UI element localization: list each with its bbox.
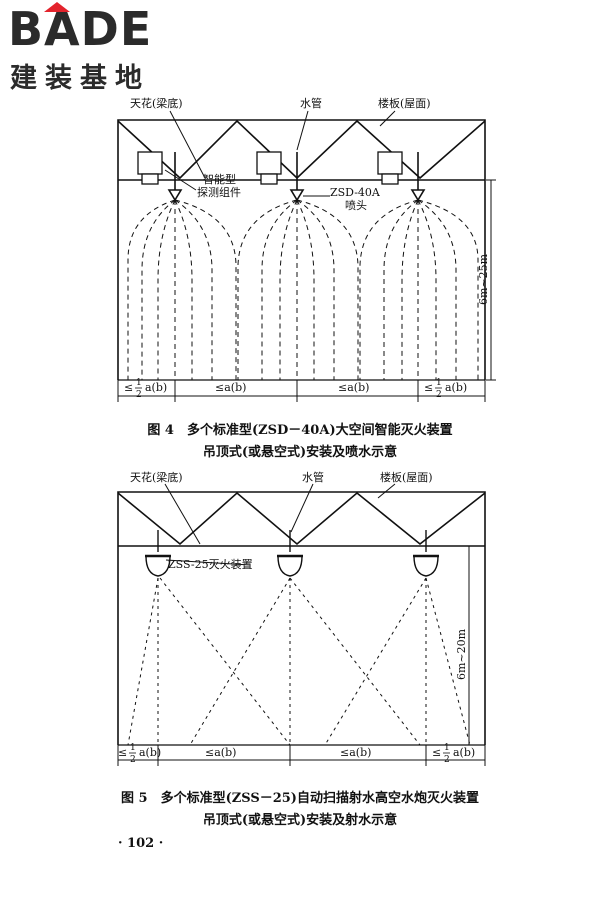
figure5-half-num: 1 (130, 743, 136, 753)
figure5-truss-diagonals (117, 491, 486, 546)
figure4-detector (377, 151, 403, 175)
figure5-spray-pattern (127, 577, 471, 746)
figure4-label-nozzle: 喷头 (345, 199, 367, 212)
figure5-diagram: 天花(梁底) 水管 楼板(屋面) ZSS-25灭火装置 6m~20m ≤a(b)… (117, 470, 486, 766)
figure5-cannon (277, 555, 303, 577)
page-number: · 102 · (118, 836, 164, 851)
logo-accent-triangle (44, 2, 70, 12)
figure4-detectors (137, 151, 403, 185)
figure5-spacing-label: ≤a(b) (205, 746, 236, 759)
figure4-detector-cap (141, 173, 159, 185)
figure5-spacing-label: ≤a(b) (340, 746, 371, 759)
figure4-detector (256, 151, 282, 175)
figure4-spacing-label: ≤a(b) (215, 381, 246, 394)
figure5-caption-line1: 图 5 多个标准型(ZSS－25)自动扫描射水高空水炮灭火装置 (121, 791, 479, 806)
figure4-caption: 图 4 多个标准型(ZSD－40A)大空间智能灭火装置 吊顶式(或悬空式)安装及… (0, 420, 600, 464)
figure4-caption-line1: 图 4 多个标准型(ZSD－40A)大空间智能灭火装置 (147, 423, 453, 438)
figure4-truss-diagonals (117, 119, 486, 180)
figure5-cannon (413, 555, 439, 577)
figure5-half-prefix: ≤ (118, 746, 127, 759)
figure5-roof-truss (117, 491, 486, 546)
figure4-half-suffix: a(b) (445, 381, 467, 394)
figure5-caption: 图 5 多个标准型(ZSS－25)自动扫描射水高空水炮灭火装置 吊顶式(或悬空式… (0, 788, 600, 832)
figure5-label-pipe: 水管 (302, 470, 324, 484)
figure4-detector-cap (381, 173, 399, 185)
figure5-half-suffix: a(b) (453, 746, 475, 759)
figure5-cannons (145, 530, 439, 577)
figure4-half-num: 1 (436, 378, 442, 388)
figure5-cannon (145, 555, 171, 577)
figure4-nozzle (167, 189, 183, 202)
brand-logo: BADE 建装基地 (8, 2, 183, 94)
figure5-caption-line2: 吊顶式(或悬空式)安装及射水示意 (202, 813, 398, 828)
figure4-half-num: 1 (136, 378, 142, 388)
figure4-detector-cap (260, 173, 278, 185)
figure4-half-suffix: a(b) (145, 381, 167, 394)
figure5-height-label: 6m~20m (455, 628, 468, 680)
figure4-nozzle (289, 189, 305, 202)
logo-subtitle: 建装基地 (10, 63, 150, 94)
figure4-spacing-label: ≤a(b) (338, 381, 369, 394)
figure4-roof-truss (117, 119, 486, 180)
figure4-height-label: 6m~25m (477, 253, 490, 305)
figure4-caption-line2: 吊顶式(或悬空式)安装及喷水示意 (202, 445, 398, 460)
figure4-diagram: 天花(梁底) 水管 楼板(屋面) 智能型 探测组件 ZSD-40A 喷头 6m~… (117, 96, 496, 402)
figure5-half-den: 2 (444, 755, 450, 765)
figure4-detector (137, 151, 163, 175)
figure4-label-nozzle: ZSD-40A (330, 186, 381, 199)
figure4-label-pipe: 水管 (300, 96, 322, 110)
figure4-spray-pattern (127, 199, 479, 380)
figure5-label-floor: 楼板(屋面) (380, 470, 433, 484)
figure4-half-prefix: ≤ (424, 381, 433, 394)
figure4-label-ceiling: 天花(梁底) (130, 96, 183, 110)
figure5-label-device: ZSS-25灭火装置 (168, 558, 253, 571)
figure4-label-floor: 楼板(屋面) (378, 96, 431, 110)
figure4-label-detector: 智能型 (203, 172, 236, 186)
figure5-half-den: 2 (130, 755, 136, 765)
figure4-label-detector: 探测组件 (197, 185, 241, 199)
figure4-half-den: 2 (136, 390, 142, 400)
figure5-label-ceiling: 天花(梁底) (130, 470, 183, 484)
figure5-half-suffix: a(b) (139, 746, 161, 759)
logo-wordmark: BADE (8, 2, 153, 56)
figure4-half-prefix: ≤ (124, 381, 133, 394)
figure5-half-prefix: ≤ (432, 746, 441, 759)
figure4-nozzle (410, 189, 426, 202)
figure4-half-den: 2 (436, 390, 442, 400)
figure5-half-num: 1 (444, 743, 450, 753)
